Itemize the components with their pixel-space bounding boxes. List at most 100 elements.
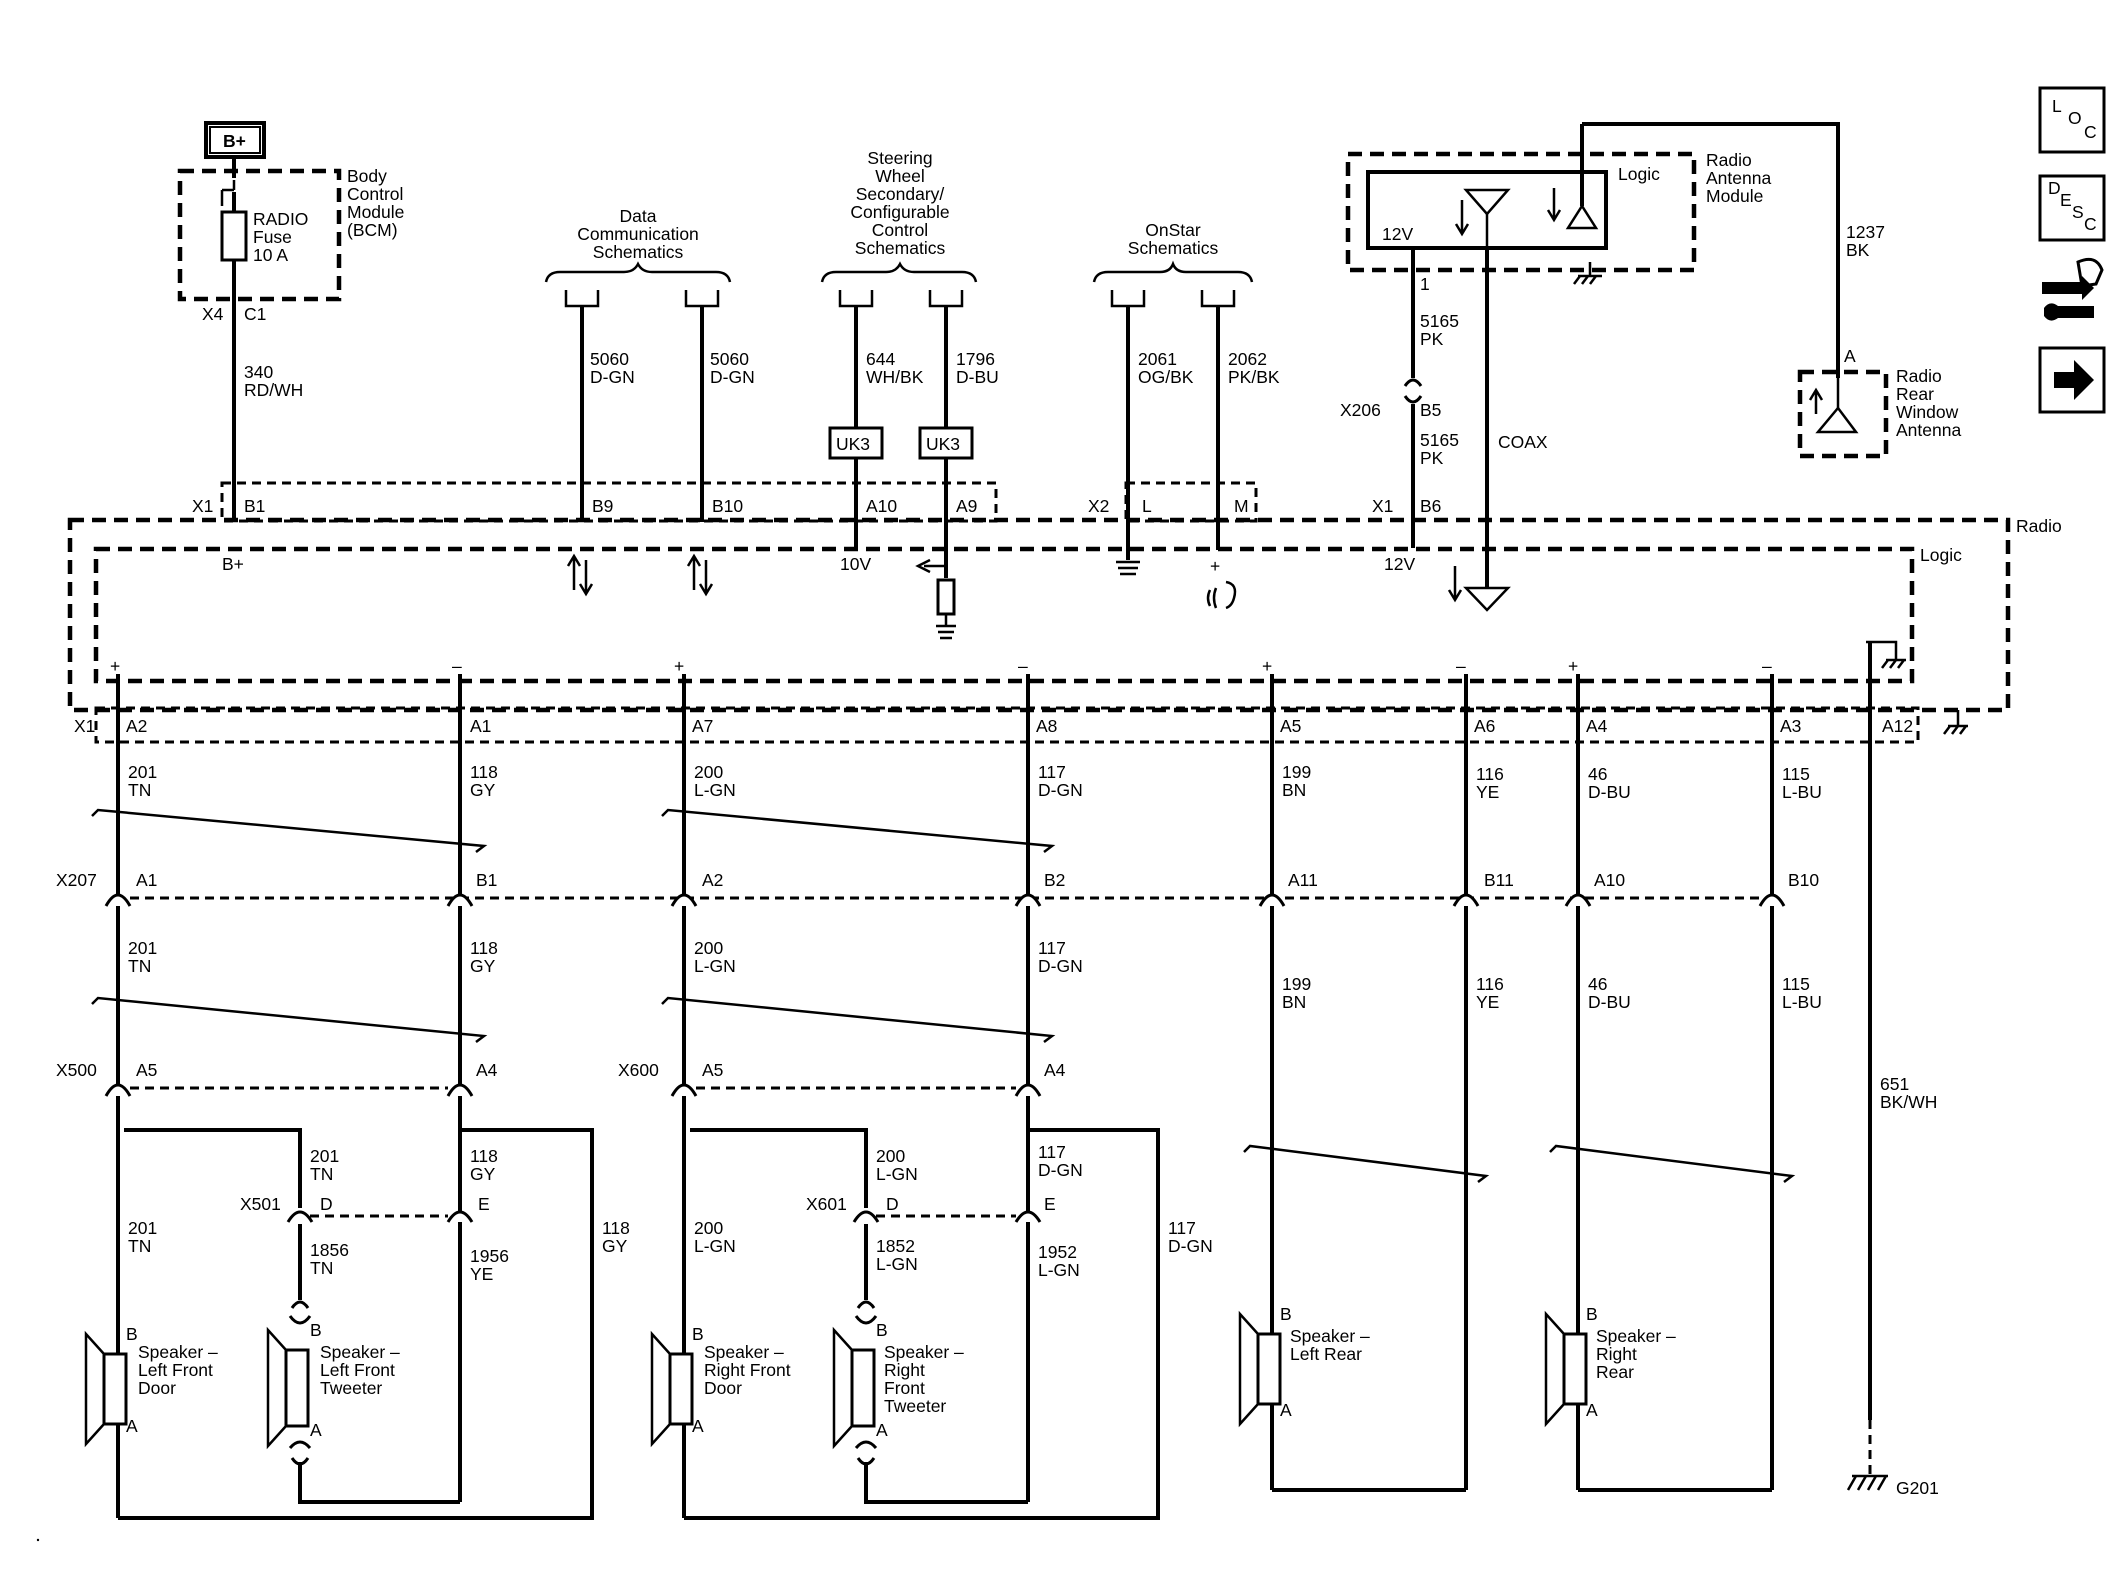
diagram-label: Speaker – bbox=[1290, 1326, 1370, 1346]
diagram-label: Door bbox=[704, 1378, 742, 1398]
fuse-line-2: Fuse bbox=[253, 227, 292, 247]
diagram-label: 200 bbox=[876, 1146, 905, 1166]
pin-a4: A4 bbox=[1586, 716, 1608, 736]
x207-b2: B2 bbox=[1044, 870, 1065, 890]
diagram-label: TN bbox=[128, 1236, 151, 1256]
wire-644-num: 644 bbox=[866, 349, 895, 369]
diagram-label: L-GN bbox=[876, 1164, 918, 1184]
data-comm-title-1: Data bbox=[620, 206, 657, 226]
diagram-label: Tweeter bbox=[884, 1396, 946, 1416]
x206-label: X206 bbox=[1340, 400, 1381, 420]
x207-b10: B10 bbox=[1788, 870, 1819, 890]
wire-651-color: BK/WH bbox=[1880, 1092, 1937, 1112]
diagram-label: Right Front bbox=[704, 1360, 791, 1380]
radio-x2: X2 bbox=[1088, 496, 1109, 516]
bcm-c1: C1 bbox=[244, 304, 266, 324]
diagram-label: GY bbox=[470, 1164, 496, 1184]
bcm-x4: X4 bbox=[202, 304, 224, 324]
plus-3: + bbox=[1262, 656, 1272, 676]
diagram-label: E bbox=[478, 1194, 490, 1214]
diagram-label: C bbox=[2084, 122, 2097, 142]
diagram-label: 1952 bbox=[1038, 1242, 1077, 1262]
wire-1796-color: D-BU bbox=[956, 367, 999, 387]
diagram-label: Left Rear bbox=[1290, 1344, 1362, 1364]
diagram-label: Speaker – bbox=[1596, 1326, 1676, 1346]
steering-title-3: Secondary/ bbox=[856, 184, 945, 204]
minus-2: – bbox=[1018, 656, 1028, 676]
rear-antenna-section: 1237 BK A Radio Rear Window Antenna bbox=[1797, 222, 1961, 459]
diagram-label: A bbox=[1280, 1400, 1292, 1420]
diagram-label: D-GN bbox=[1168, 1236, 1213, 1256]
diagram-label: L-BU bbox=[1782, 782, 1822, 802]
onstar-plus: + bbox=[1210, 556, 1220, 576]
diagram-label: Speaker – bbox=[320, 1342, 400, 1362]
antenna-module-title-1: Radio bbox=[1706, 150, 1752, 170]
diagram-label: B bbox=[126, 1324, 138, 1344]
diagram-label: GY bbox=[602, 1236, 628, 1256]
diagram-label: 115 bbox=[1782, 974, 1810, 994]
pin-a6: A6 bbox=[1474, 716, 1495, 736]
diagram-label: 118 bbox=[602, 1218, 630, 1238]
description-button[interactable]: D E S C bbox=[2038, 174, 2106, 242]
x207-b1: B1 bbox=[476, 870, 497, 890]
bplus-label: B+ bbox=[223, 131, 246, 151]
diagram-label: 200 bbox=[694, 1218, 723, 1238]
speakers bbox=[84, 1310, 1588, 1450]
diagram-label: L-GN bbox=[694, 780, 736, 800]
repair-tools-icon[interactable] bbox=[2042, 257, 2104, 321]
steering-title-6: Schematics bbox=[855, 238, 946, 258]
diagram-label: B bbox=[692, 1324, 704, 1344]
rear-labels: B Speaker – Left Rear A B Speaker – Righ… bbox=[1280, 1304, 1676, 1420]
radio-12v: 12V bbox=[1384, 554, 1415, 574]
location-button[interactable]: L O C bbox=[2038, 86, 2106, 154]
wire-5060b-color: D-GN bbox=[710, 367, 755, 387]
bcm-line-3: Module bbox=[347, 202, 404, 222]
diagram-label: Left Front bbox=[138, 1360, 213, 1380]
uk3-a: UK3 bbox=[836, 434, 870, 454]
wire-5060a-color: D-GN bbox=[590, 367, 635, 387]
antenna-module-title-3: Module bbox=[1706, 186, 1763, 206]
wire-5165b-num: 5165 bbox=[1420, 430, 1459, 450]
wire-340-num: 340 bbox=[244, 362, 273, 382]
pin-b6: B6 bbox=[1420, 496, 1441, 516]
diagram-label: L-GN bbox=[876, 1254, 918, 1274]
diagram-label: Speaker – bbox=[884, 1342, 964, 1362]
pin-a8: A8 bbox=[1036, 716, 1057, 736]
wire-5165b-color: PK bbox=[1420, 448, 1444, 468]
radio-bplus: B+ bbox=[222, 554, 244, 574]
wire-5060a-num: 5060 bbox=[590, 349, 629, 369]
wire-340-color: RD/WH bbox=[244, 380, 303, 400]
diagram-label: D-BU bbox=[1588, 992, 1631, 1012]
pin-b10: B10 bbox=[712, 496, 743, 516]
diagram-label: L bbox=[2052, 96, 2062, 116]
diagram-label: GY bbox=[470, 956, 496, 976]
diagram-label: L-GN bbox=[694, 1236, 736, 1256]
diagram-label: Left Front bbox=[320, 1360, 395, 1380]
diagram-label: 118 bbox=[470, 762, 498, 782]
diagram-label: 200 bbox=[694, 762, 723, 782]
bcm-line-1: Body bbox=[347, 166, 387, 186]
diagram-label: 46 bbox=[1588, 974, 1607, 994]
diagram-label: L-GN bbox=[694, 956, 736, 976]
rear-antenna-title-4: Antenna bbox=[1896, 420, 1961, 440]
wire-1237-num: 1237 bbox=[1846, 222, 1885, 242]
onstar-section: OnStar Schematics 2061 OG/BK 2062 PK/BK bbox=[1092, 220, 1280, 560]
pin-a10: A10 bbox=[866, 496, 897, 516]
diagram-label: 115 bbox=[1782, 764, 1810, 784]
diagram-label: D bbox=[2048, 178, 2061, 198]
bcm-line-4: (BCM) bbox=[347, 220, 398, 240]
diagram-label: E bbox=[1044, 1194, 1056, 1214]
diagram-label: 201 bbox=[128, 762, 157, 782]
diagram-label: 46 bbox=[1588, 764, 1607, 784]
ground-g201: G201 bbox=[1896, 1478, 1939, 1498]
x500-label: X500 bbox=[56, 1060, 97, 1080]
radio-x1-bottom: X1 bbox=[74, 716, 95, 736]
next-arrow-button[interactable] bbox=[2038, 346, 2106, 414]
diagram-label: YE bbox=[470, 1264, 493, 1284]
x207-a10: A10 bbox=[1594, 870, 1625, 890]
pin-a1: A1 bbox=[470, 716, 491, 736]
wire-2062-color: PK/BK bbox=[1228, 367, 1280, 387]
